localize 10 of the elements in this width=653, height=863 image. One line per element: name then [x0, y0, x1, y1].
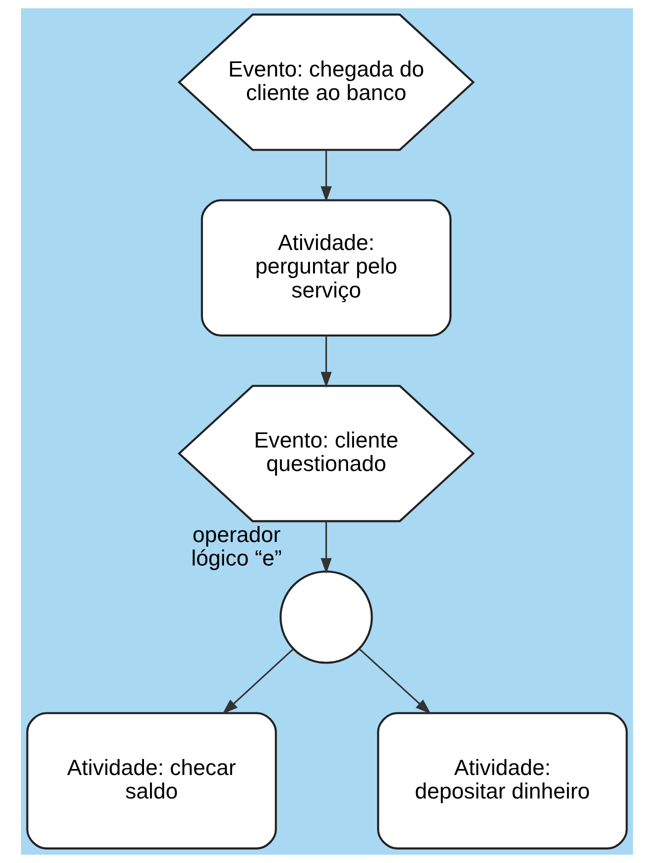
node-box: Atividade: perguntar pelo serviço	[200, 199, 452, 337]
arrow	[320, 521, 332, 574]
node-circle	[279, 570, 372, 664]
arrow	[320, 336, 332, 388]
arrow	[358, 648, 431, 714]
node-box: Atividade: checar saldo	[26, 712, 276, 850]
node-label: operador lógico “e”	[190, 522, 282, 571]
arrow	[320, 150, 332, 202]
node-box: Atividade: depositar dinheiro	[376, 712, 628, 850]
arrow	[222, 648, 294, 714]
